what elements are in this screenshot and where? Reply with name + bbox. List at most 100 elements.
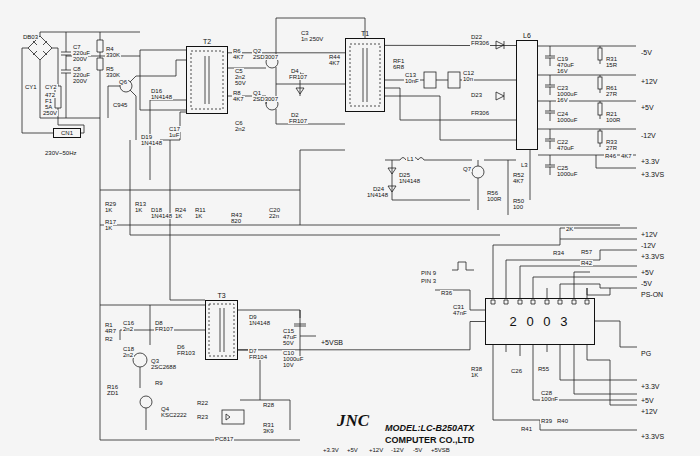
part-label: PIN 3 — [420, 278, 437, 284]
part-label: R9 — [154, 380, 164, 386]
component-outline — [209, 304, 234, 356]
part-label: PC817 — [214, 436, 234, 442]
label-anchor: R41 — [520, 418, 533, 434]
component-outline — [222, 410, 244, 424]
label-anchor: PG — [640, 343, 652, 359]
label-anchor: +12V — [368, 439, 384, 455]
label-anchor: JNC — [336, 412, 370, 429]
label-anchor: -5V — [412, 439, 423, 455]
part-label: 10nF — [404, 78, 420, 84]
label-anchor: R57 — [580, 241, 593, 257]
label-anchor: +5V — [640, 390, 655, 406]
wire-path — [385, 158, 516, 161]
label-anchor: 1N4148 — [366, 184, 389, 200]
label-anchor: -12V — [640, 125, 657, 141]
label-anchor: R46 — [604, 145, 617, 161]
part-label: R42 — [580, 260, 593, 266]
part-label: Q7 — [462, 166, 472, 172]
table-cell: +5V — [346, 447, 359, 453]
rail-label: +5V — [640, 104, 655, 111]
label-anchor: PS-ON — [640, 284, 664, 300]
part-label: 4K7 — [232, 96, 245, 102]
part-label: 2n2 — [122, 326, 134, 332]
label-anchor: 16V — [556, 89, 569, 105]
label-anchor: PC817 — [214, 428, 234, 444]
part-label: CY1 — [24, 84, 38, 90]
label-anchor: R36 — [440, 282, 453, 298]
component-outline — [424, 72, 436, 88]
transistor-symbol — [140, 396, 152, 408]
label-anchor: DB03 — [22, 26, 39, 42]
label-anchor: 15R — [605, 54, 618, 70]
node-heading: T3 — [217, 292, 225, 299]
label-anchor: 1K — [104, 199, 113, 215]
label-anchor: CY1 — [24, 76, 38, 92]
part-label: 6R8 — [392, 64, 405, 70]
part-label: 22n — [268, 213, 280, 219]
part-label: 4K7 — [620, 153, 633, 159]
label-anchor: 1K — [470, 364, 479, 380]
wiring — [22, 18, 637, 440]
label-anchor: FR107 — [154, 318, 174, 334]
model-text: MODEL:LC-B250ATX — [384, 424, 475, 433]
label-anchor: 50V — [234, 72, 247, 88]
label-anchor: FR104 — [248, 346, 268, 362]
label-anchor: 2n2 — [122, 318, 134, 334]
label-anchor: 2SD3007 — [252, 88, 279, 104]
label-anchor: FR306 — [470, 32, 490, 48]
label-anchor: ZD1 — [106, 382, 119, 398]
rail-label: -5V — [640, 280, 653, 287]
connector-box: CN1 — [53, 128, 81, 138]
node-heading: T1 — [361, 30, 369, 37]
label-anchor: 1000uF — [556, 163, 578, 179]
wire-path — [100, 140, 620, 235]
part-label: 1N4148 — [150, 213, 173, 219]
wire-path — [538, 75, 636, 95]
part-label: 100R — [605, 117, 621, 123]
part-label: 2SD3007 — [252, 54, 279, 60]
part-label: 50V — [282, 340, 295, 346]
label-anchor: C945 — [112, 94, 128, 110]
transistor-symbol — [472, 166, 484, 178]
part-label: 27R — [605, 91, 618, 97]
label-anchor: 1K — [194, 205, 203, 221]
label-anchor: 27R — [605, 137, 618, 153]
part-label: 330K — [105, 72, 121, 78]
part-label: FR107 — [154, 326, 174, 332]
part-label: KSC2222 — [160, 412, 188, 418]
part-label: 2SD3007 — [252, 96, 279, 102]
part-label: FR306 — [470, 110, 490, 116]
node-text: 2 0 0 3 — [510, 315, 571, 328]
label-anchor: 4K7 — [620, 145, 633, 161]
label-anchor: -5V — [640, 273, 653, 289]
part-label: 470uF — [556, 145, 575, 151]
label-anchor: 330K — [105, 44, 121, 60]
label-anchor: 16V — [556, 60, 569, 76]
wire-path — [435, 262, 485, 310]
part-label: 1N4148 — [140, 140, 163, 146]
label-anchor: 820 — [230, 210, 242, 226]
part-label: DB03 — [22, 34, 39, 40]
part-label: 1N4148 — [366, 192, 389, 198]
part-label: 50V — [234, 80, 247, 86]
part-label: 4K7 — [232, 54, 245, 60]
label-anchor: -5V — [640, 42, 653, 58]
part-label: 100nF — [540, 396, 559, 402]
part-label: R28 — [262, 402, 275, 408]
label-anchor: 1N4148 — [248, 312, 271, 328]
part-label: FR104 — [248, 354, 268, 360]
wire-path — [538, 129, 636, 149]
label-anchor: +12V — [640, 224, 659, 240]
part-label: R39 — [540, 418, 553, 424]
part-label: 230V~50Hz — [44, 150, 78, 156]
label-anchor: FR107 — [288, 110, 308, 126]
label-anchor: MODEL:LC-B250ATX — [384, 418, 475, 434]
label-anchor: L3 — [520, 154, 529, 170]
part-label: 3K9 — [262, 428, 275, 434]
part-label: 2SC2688 — [150, 364, 177, 370]
rail-label: +5VSB — [320, 339, 344, 346]
wire-path — [493, 228, 637, 295]
part-label: 820 — [230, 218, 242, 224]
label-anchor: 10nF — [404, 70, 420, 86]
node-text: CN1 — [61, 130, 73, 136]
